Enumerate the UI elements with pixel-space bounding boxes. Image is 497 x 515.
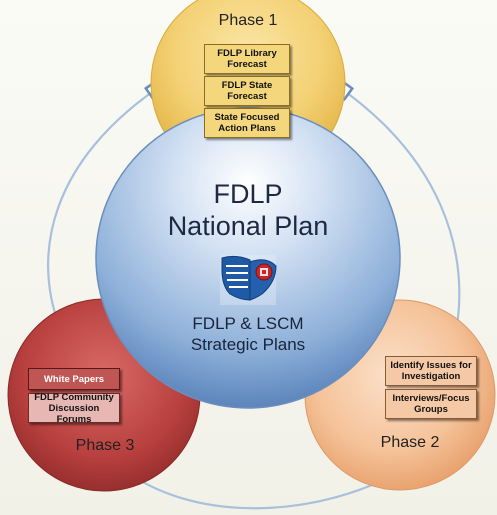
arc-phase1-phase3 <box>47 78 167 339</box>
phase1-item-action-plans: State Focused Action Plans <box>204 108 290 138</box>
phase2-label: Phase 2 <box>380 434 440 451</box>
center-title-line2: National Plan <box>167 211 329 241</box>
phase3-item-discussion-forums: FDLP Community Discussion Forums <box>28 392 120 425</box>
center-subtitle-line2: Strategic Plans <box>190 335 306 354</box>
phase3-item-white-papers: White Papers <box>28 368 120 390</box>
phase1-item-library-forecast: FDLP Library Forecast <box>204 44 290 74</box>
center-title: FDLP National Plan <box>148 178 348 242</box>
phase1-label: Phase 1 <box>218 12 278 29</box>
center-subtitle-line1: FDLP & LSCM <box>192 314 304 333</box>
center-title-line1: FDLP <box>213 179 283 209</box>
phase1-item-state-forecast: FDLP State Forecast <box>204 76 290 106</box>
phase2-item-interviews: Interviews/Focus Groups <box>385 389 477 419</box>
arc-phase1-phase2 <box>331 78 466 342</box>
phase3-label: Phase 3 <box>75 437 135 454</box>
phase2-item-identify-issues: Identify Issues for Investigation <box>385 356 477 386</box>
center-subtitle: FDLP & LSCM Strategic Plans <box>148 313 348 355</box>
fdlp-eagle-logo-icon <box>220 255 277 305</box>
